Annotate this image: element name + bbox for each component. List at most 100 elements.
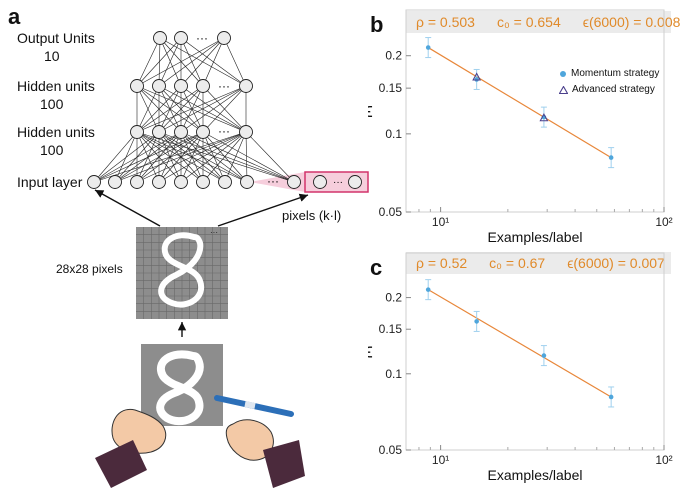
neuron-node-layer-3 — [108, 175, 122, 189]
connection-line — [158, 37, 161, 87]
output-units-title: Output Units — [17, 30, 95, 46]
y-tick-label: 0.2 — [385, 291, 402, 305]
pixels-label: pixels (k·l) — [282, 208, 342, 223]
connection-line — [159, 37, 247, 87]
connection-line — [136, 85, 247, 133]
connection-line — [245, 131, 295, 183]
legend-momentum: Momentum strategy — [560, 68, 659, 79]
plot-frame — [405, 252, 665, 451]
connection-line — [158, 37, 225, 87]
drawn-digit — [156, 350, 204, 426]
connection-line — [136, 37, 161, 87]
y-tick-label: 0.1 — [385, 127, 402, 141]
x-tick-label: 10¹ — [432, 215, 449, 229]
connection-line — [202, 37, 225, 87]
connection-line — [180, 131, 247, 183]
plot-frame — [405, 9, 665, 213]
connection-line — [202, 131, 295, 183]
connection-line — [158, 85, 204, 133]
connection-line — [136, 131, 247, 183]
output-units-count: 10 — [44, 48, 60, 64]
arrow-grid-to-input — [94, 189, 161, 227]
grid-ellipsis: ··· — [210, 228, 218, 237]
grid-size-label: 28x28 pixels — [56, 262, 123, 276]
right-hand — [225, 419, 274, 461]
left-sleeve — [95, 440, 147, 488]
connection-line — [114, 131, 138, 183]
connection-line — [136, 85, 204, 133]
neuron-node-layer-3 — [152, 175, 166, 189]
data-point-circle — [474, 77, 479, 82]
neuron-node-layer-3 — [240, 175, 254, 189]
hidden-units-2-title: Hidden units — [17, 124, 95, 140]
pixel-grid-digit: ··· — [136, 227, 228, 319]
right-sleeve — [263, 440, 305, 488]
pixel-ellipsis: ··· — [333, 177, 343, 188]
data-point-circle — [425, 287, 431, 292]
legend-triangle-icon — [559, 85, 568, 94]
x-tick-label: 10² — [655, 215, 672, 229]
y-axis-label: ϵ — [368, 100, 373, 122]
y-tick-label: 0.1 — [385, 367, 402, 381]
hidden2-ellipsis: ··· — [218, 124, 230, 138]
legend-advanced-label: Advanced strategy — [572, 84, 655, 95]
connection-line — [159, 37, 182, 87]
hidden-units-2-count: 100 — [40, 142, 64, 158]
chart-b-rho: ρ = 0.503 — [416, 14, 475, 30]
x-tick-label: 10² — [655, 453, 672, 467]
neuron-node-layer-3 — [287, 175, 301, 189]
x-tick-label: 10¹ — [432, 453, 449, 467]
y-axis-label: ϵ — [368, 341, 373, 363]
connection-line — [93, 131, 160, 183]
arrow-grid-to-pixels — [217, 193, 309, 227]
x-axis-label: Examples/label — [488, 467, 583, 483]
data-point-triangle — [472, 72, 482, 81]
pen-band — [244, 401, 256, 409]
connection-line — [202, 131, 247, 183]
neuron-node-layer-3 — [196, 175, 210, 189]
data-point-circle — [608, 394, 614, 400]
hidden-units-1-count: 100 — [40, 96, 64, 112]
connection-line — [158, 85, 247, 133]
connection-line — [136, 37, 225, 87]
connection-line — [202, 131, 226, 183]
y-tick-label: 0.05 — [379, 205, 403, 219]
chart-b-banner: ρ = 0.503 c₀ = 0.654 ϵ(6000) = 0.008 — [406, 11, 680, 33]
pixel-node-first — [313, 175, 327, 189]
connection-line — [158, 131, 295, 183]
connection-line — [114, 131, 204, 183]
connection-line — [159, 37, 204, 87]
pixel-node-last — [348, 175, 362, 189]
y-tick-label: 0.15 — [379, 322, 403, 336]
connection-line — [202, 85, 247, 133]
connection-line — [158, 37, 182, 87]
chart-c-banner: ρ = 0.52 c₀ = 0.67 ϵ(6000) = 0.007 — [406, 252, 671, 274]
legend-advanced: Advanced strategy — [559, 84, 655, 95]
y-tick-label: 0.2 — [385, 49, 402, 63]
neuron-node-layer-2 — [196, 125, 210, 139]
connection-line — [180, 85, 247, 133]
neuron-node-layer-2 — [239, 125, 253, 139]
connection-line — [245, 131, 248, 183]
fit-line — [427, 289, 612, 398]
chart-c-rho: ρ = 0.52 — [416, 255, 468, 271]
chart-c-eps: ϵ(6000) = 0.007 — [567, 255, 665, 271]
legend-momentum-label: Momentum strategy — [571, 68, 660, 79]
connection-line — [223, 37, 247, 87]
connection-line — [93, 131, 138, 183]
x-axis-label: Examples/label — [488, 229, 583, 245]
y-tick-label: 0.15 — [379, 81, 403, 95]
neuron-node-layer-1 — [152, 79, 166, 93]
neuron-node-layer-0 — [153, 31, 167, 45]
hidden-units-1-title: Hidden units — [17, 78, 95, 94]
y-tick-label: 0.05 — [379, 443, 403, 457]
connection-line — [136, 85, 160, 133]
output-ellipsis: ··· — [196, 31, 208, 45]
data-point-circle — [474, 319, 479, 324]
fit-line — [427, 47, 612, 159]
hidden1-ellipsis: ··· — [218, 79, 230, 93]
handwriting-illustration — [95, 344, 305, 488]
neuron-node-layer-0 — [217, 31, 231, 45]
